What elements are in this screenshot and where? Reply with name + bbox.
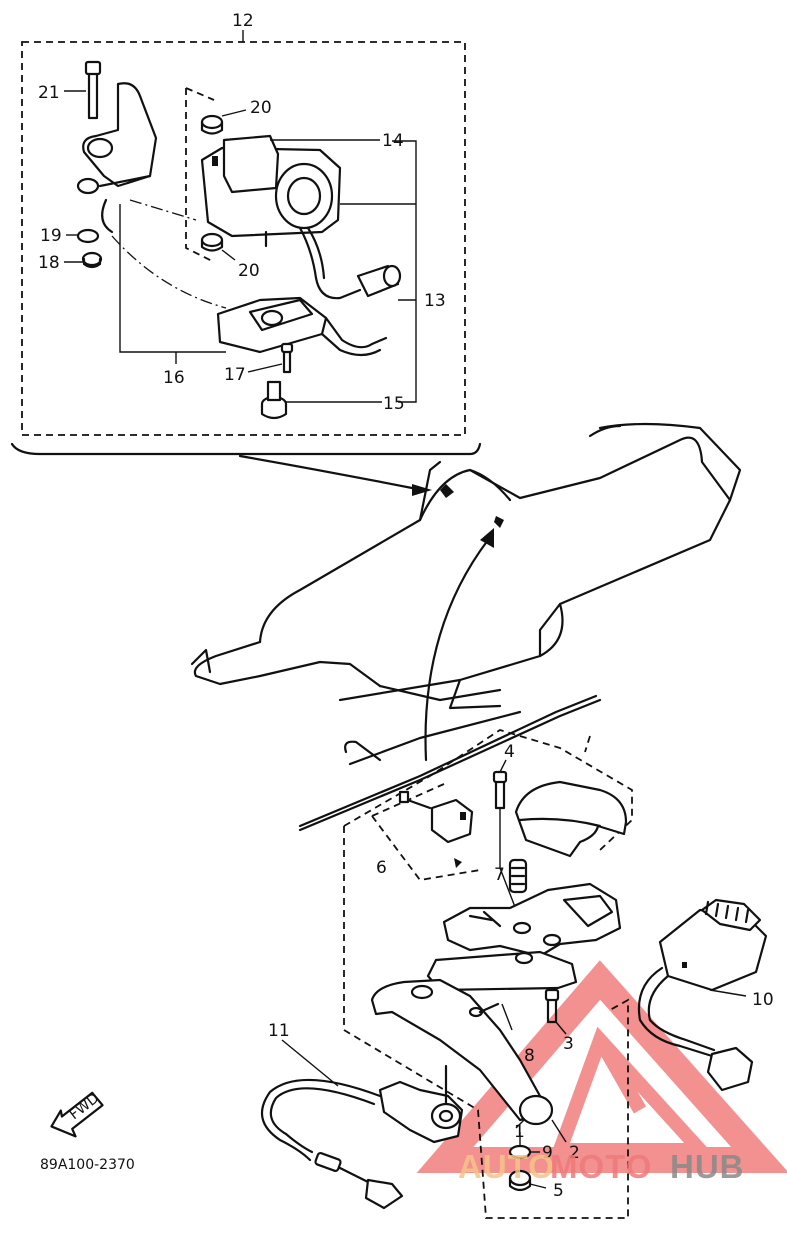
- callout-8: 8: [524, 1046, 535, 1066]
- snowmobile-body: [190, 422, 742, 832]
- callout-17: 17: [224, 365, 246, 385]
- nut-18: [81, 251, 103, 269]
- connector-plug: [314, 264, 402, 300]
- control-unit-14: [200, 134, 342, 280]
- callout-2: 2: [569, 1143, 580, 1163]
- bolt-15: [260, 380, 288, 420]
- callout-13: 13: [424, 291, 446, 311]
- fwd-direction-badge: FWD: [50, 1090, 104, 1138]
- lower-bracket: [426, 950, 578, 992]
- mounting-bracket: [76, 82, 158, 234]
- bolt-3: [544, 988, 560, 1024]
- callout-7: 7: [494, 865, 505, 885]
- screw-4: [492, 770, 521, 921]
- throttle-lever: [370, 978, 554, 1126]
- screw-17: [280, 342, 294, 374]
- throttle-cover: [514, 780, 628, 858]
- callout-21: 21: [38, 83, 60, 103]
- grommet-20-lower: [200, 232, 224, 252]
- callout-9: 9: [542, 1143, 553, 1163]
- callout-10: 10: [752, 990, 774, 1010]
- grommet-20-upper: [200, 114, 224, 135]
- callout-11: 11: [268, 1021, 290, 1041]
- callout-3: 3: [563, 1034, 574, 1054]
- callout-15: 15: [383, 394, 405, 414]
- callout-20-upper: 20: [250, 98, 272, 118]
- upper-housing: [442, 882, 622, 958]
- module-10: [637, 898, 768, 1092]
- watermark-auto: AUTO: [458, 1148, 555, 1185]
- callout-20-lower: 20: [238, 261, 260, 281]
- washer-19: [76, 228, 100, 244]
- callout-14: 14: [382, 131, 404, 151]
- bolt-21: [84, 60, 102, 120]
- watermark-moto: MOTO: [550, 1148, 652, 1185]
- callout-6: 6: [376, 858, 387, 878]
- base-plate-16: [216, 296, 388, 357]
- nut-5: [508, 1169, 532, 1192]
- screw-8: [468, 1002, 500, 1018]
- callout-5: 5: [553, 1181, 564, 1201]
- callout-18: 18: [38, 253, 60, 273]
- spring-7: [508, 858, 528, 894]
- callout-16: 16: [163, 368, 185, 388]
- callout-1: 1: [514, 1122, 525, 1142]
- leader-arrows: [238, 454, 504, 762]
- throttle-sensor: [378, 1064, 464, 1144]
- drawing-code: 89A100-2370: [40, 1157, 135, 1173]
- callout-12: 12: [232, 11, 254, 31]
- callout-labels: 12 21 20 14 19 18 20 13 16 17 15 4 6 7 1…: [38, 11, 774, 1201]
- callout-19: 19: [40, 226, 62, 246]
- callout-4: 4: [504, 742, 515, 762]
- switch-6: [398, 790, 474, 868]
- watermark-hub: HUB: [670, 1148, 745, 1185]
- sensor-cable-11: [260, 1078, 404, 1210]
- top-assembly-frame: [10, 30, 482, 456]
- watermark-text: AUTO MOTO HUB: [458, 1148, 745, 1185]
